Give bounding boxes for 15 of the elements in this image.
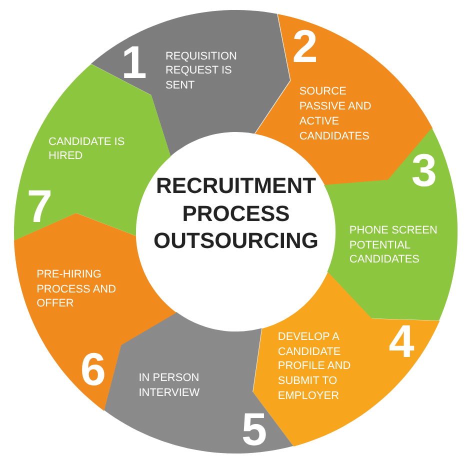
step-number: 3 xyxy=(411,147,437,194)
step-number: 6 xyxy=(80,346,106,392)
step-text: CANDIDATE IS HIRED xyxy=(48,134,126,164)
step-number: 4 xyxy=(388,318,414,364)
diagram-title: RECRUITMENT PROCESS OUTSOURCING xyxy=(152,172,320,254)
step-number: 7 xyxy=(26,182,53,229)
step-number: 2 xyxy=(292,23,318,70)
step-number: 1 xyxy=(121,39,147,86)
step-text: SOURCE PASSIVE AND ACTIVE CANDIDATES xyxy=(299,84,372,144)
step-text: REQUISITION REQUEST IS SENT xyxy=(165,49,238,94)
step-text: PHONE SCREEN POTENTIAL CANDIDATES xyxy=(349,223,438,268)
step-text: PRE-HIRING PROCESS AND OFFER xyxy=(36,267,118,312)
step-number: 5 xyxy=(241,406,268,452)
step-text: IN PERSON INTERVIEW xyxy=(138,371,201,402)
step-text: DEVELOP A CANDIDATE PROFILE AND SUBMIT TO EMPLOYER xyxy=(278,330,352,404)
